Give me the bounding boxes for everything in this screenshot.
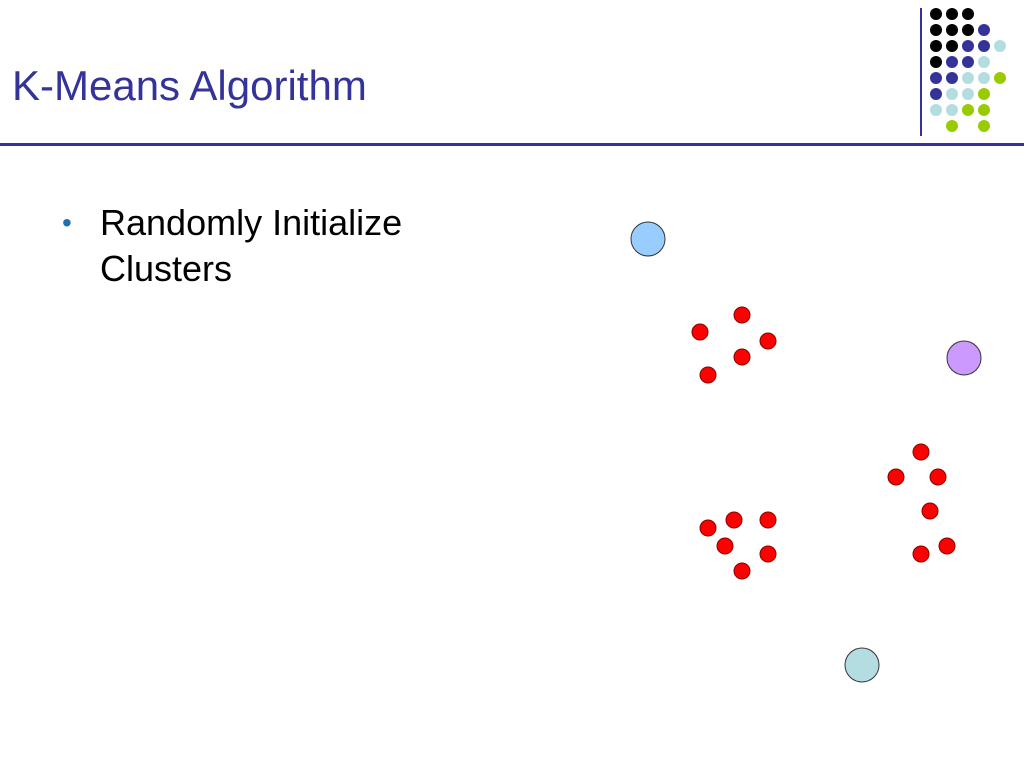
decor-dot-grid xyxy=(930,8,1006,132)
slide-title: K-Means Algorithm xyxy=(12,62,367,109)
decor-dot xyxy=(946,88,958,100)
decor-dot xyxy=(946,24,958,36)
data-point xyxy=(912,545,930,563)
decor-dot xyxy=(946,56,958,68)
data-points xyxy=(691,306,956,580)
data-point xyxy=(921,502,939,520)
decor-dot xyxy=(930,8,942,20)
decor-dot xyxy=(946,72,958,84)
title-divider xyxy=(0,143,1024,146)
centroid-2 xyxy=(946,340,982,376)
data-point xyxy=(912,443,930,461)
decor-dot xyxy=(978,104,990,116)
bullet-text: Randomly Initialize Clusters xyxy=(100,202,403,289)
data-point xyxy=(691,323,709,341)
decor-dot xyxy=(978,88,990,100)
decor-vertical-divider xyxy=(920,8,922,136)
decor-dot xyxy=(962,56,974,68)
decor-dot xyxy=(930,88,942,100)
decor-dot xyxy=(946,8,958,20)
decor-dot xyxy=(930,56,942,68)
decor-dot xyxy=(962,40,974,52)
data-point xyxy=(699,519,717,537)
data-point xyxy=(759,511,777,529)
decor-dot xyxy=(930,40,942,52)
data-point xyxy=(725,511,743,529)
decor-dot xyxy=(946,40,958,52)
decor-dot xyxy=(962,104,974,116)
decor-dot xyxy=(946,104,958,116)
data-point xyxy=(716,537,734,555)
decor-dot xyxy=(930,72,942,84)
decor-dot xyxy=(978,56,990,68)
decor-dot xyxy=(962,24,974,36)
data-point xyxy=(887,468,905,486)
centroid-1 xyxy=(630,221,666,257)
decor-dot xyxy=(962,88,974,100)
decor-dot xyxy=(962,72,974,84)
decor-dot xyxy=(962,8,974,20)
data-point xyxy=(733,348,751,366)
decor-dot xyxy=(946,120,958,132)
decor-dot xyxy=(994,72,1006,84)
bullet-dot-icon: • xyxy=(62,207,72,238)
cluster-centroids xyxy=(630,221,982,683)
decor-dot xyxy=(978,40,990,52)
data-point xyxy=(733,562,751,580)
data-point xyxy=(759,332,777,350)
data-point xyxy=(929,468,947,486)
data-point xyxy=(759,545,777,563)
data-point xyxy=(699,366,717,384)
data-point xyxy=(733,306,751,324)
centroid-3 xyxy=(844,647,880,683)
decor-dot xyxy=(978,72,990,84)
decor-dot xyxy=(994,40,1006,52)
decor-dot xyxy=(978,24,990,36)
decor-dot xyxy=(930,24,942,36)
decor-dot xyxy=(978,120,990,132)
data-point xyxy=(938,537,956,555)
decor-dot xyxy=(930,104,942,116)
